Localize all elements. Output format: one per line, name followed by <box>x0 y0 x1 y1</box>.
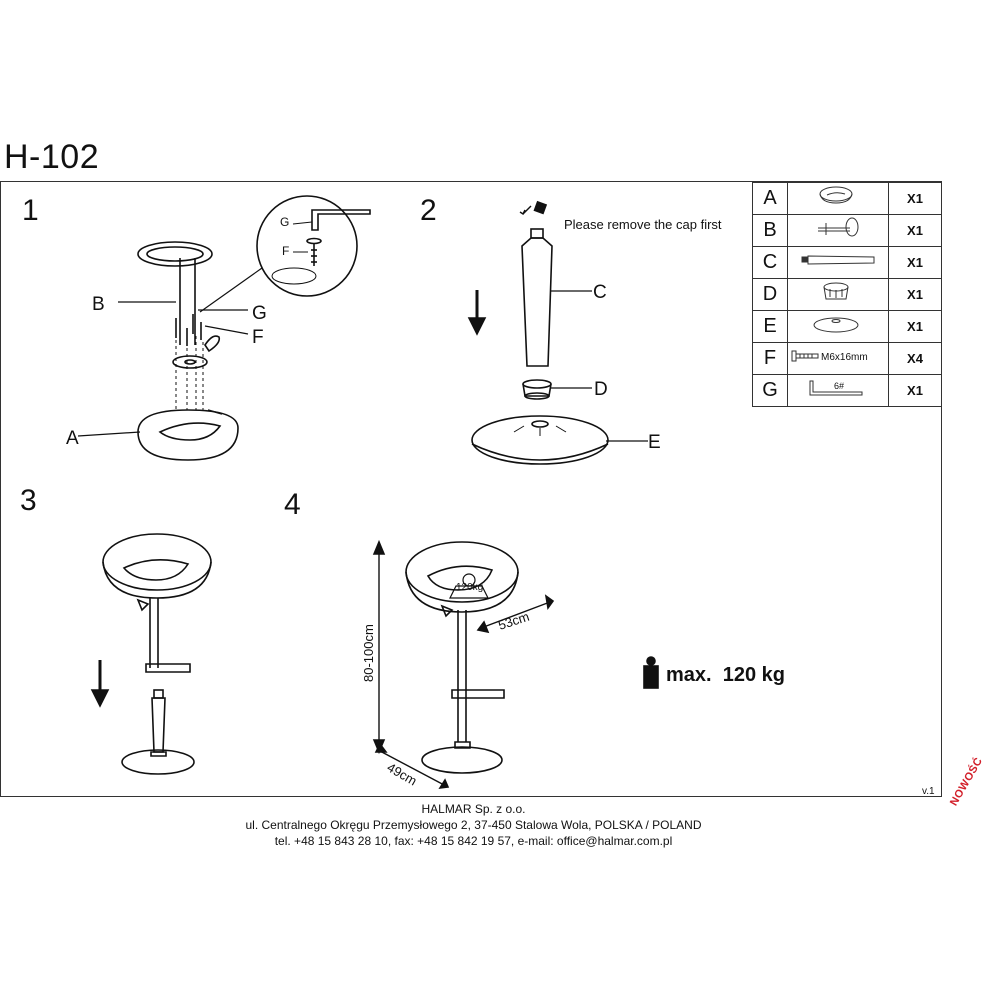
collar-icon <box>823 282 849 300</box>
base-icon <box>813 317 859 333</box>
parts-row: B X1 <box>752 214 942 247</box>
step3-drawing <box>90 533 212 775</box>
footer-company: HALMAR Sp. z o.o. <box>421 802 526 816</box>
parts-row: A X1 <box>752 182 942 215</box>
parts-row: E X1 <box>752 310 942 343</box>
cap-removal-note: Please remove the cap first <box>564 217 722 232</box>
part-letter: E <box>752 310 788 343</box>
bolt-icon: M6x16mm <box>791 350 868 363</box>
parts-table: A X1 B X1 C X1 D X1 E X1 F <box>752 182 942 407</box>
seat-icon <box>819 186 853 204</box>
zoom-label-g: G <box>280 215 289 229</box>
part-letter: D <box>752 278 788 311</box>
part-letter: G <box>752 374 788 407</box>
dimension-height: 80-100cm <box>361 624 376 682</box>
max-load-value: 120 kg <box>722 664 785 686</box>
allen-key-icon: 6# <box>809 380 863 396</box>
footer-contact: tel. +48 15 843 28 10, fax: +48 15 842 1… <box>274 834 673 848</box>
step1-label-b: B <box>92 294 105 315</box>
parts-row: F M6x16mm X4 <box>752 342 942 375</box>
parts-row: C X1 <box>752 246 942 279</box>
part-d-illustration <box>787 278 889 311</box>
step-number-2: 2 <box>420 194 437 227</box>
step2-drawing <box>467 200 648 465</box>
part-e-illustration <box>787 310 889 343</box>
step-number-3: 3 <box>20 484 37 517</box>
part-c-illustration <box>787 246 889 279</box>
part-qty: X1 <box>888 246 942 279</box>
part-letter: A <box>752 182 788 215</box>
step1-drawing <box>77 195 371 461</box>
step4-drawing <box>372 539 659 790</box>
part-qty: X1 <box>888 374 942 407</box>
instructions-frame <box>0 181 942 797</box>
dimension-width: 49cm <box>385 760 420 789</box>
gas-lift-icon <box>801 255 875 265</box>
step1-label-f: F <box>252 327 264 348</box>
part-letter: B <box>752 214 788 247</box>
bolt-size: M6x16mm <box>821 352 868 363</box>
parts-row: G 6# X1 <box>752 374 942 407</box>
part-g-illustration: 6# <box>787 374 889 407</box>
version-label: v.1 <box>922 786 935 797</box>
zoom-label-f: F <box>282 244 289 258</box>
footrest-icon <box>818 217 859 237</box>
allen-key-size: 6# <box>834 381 844 391</box>
part-a-illustration <box>787 182 889 215</box>
dimension-depth: 53cm <box>496 609 531 633</box>
part-qty: X1 <box>888 278 942 311</box>
footer: HALMAR Sp. z o.o. ul. Centralnego Okręgu… <box>0 801 947 849</box>
step1-label-a: A <box>66 428 79 449</box>
step-number-4: 4 <box>284 488 301 521</box>
max-load: max. 120 kg <box>666 664 785 687</box>
step1-label-g: G <box>252 303 267 324</box>
part-qty: X4 <box>888 342 942 375</box>
seat-load-label: 120kg <box>456 582 483 593</box>
part-qty: X1 <box>888 310 942 343</box>
step2-label-c: C <box>593 282 607 303</box>
step2-label-d: D <box>594 379 608 400</box>
parts-row: D X1 <box>752 278 942 311</box>
document-title: H-102 <box>4 138 100 176</box>
part-letter: F <box>752 342 788 375</box>
part-letter: C <box>752 246 788 279</box>
part-f-illustration: M6x16mm <box>787 342 889 375</box>
part-qty: X1 <box>888 182 942 215</box>
step2-label-e: E <box>648 432 661 453</box>
max-load-label: max. <box>666 664 712 686</box>
step-number-1: 1 <box>22 194 39 227</box>
footer-address: ul. Centralnego Okręgu Przemysłowego 2, … <box>245 818 702 832</box>
part-b-illustration <box>787 214 889 247</box>
part-qty: X1 <box>888 214 942 247</box>
